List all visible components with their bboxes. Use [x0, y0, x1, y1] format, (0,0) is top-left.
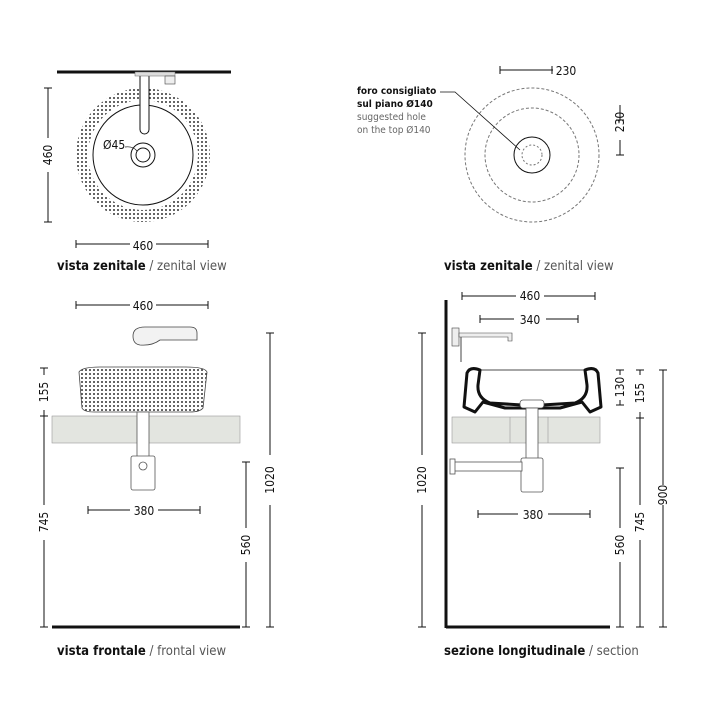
dim-trap-label: 380: [523, 508, 544, 522]
dim-h-label: 230: [556, 64, 577, 78]
front-view: 460 380 155 745 560 1020 vista frontale …: [37, 299, 277, 659]
note-line-1: foro consigliato: [357, 86, 436, 97]
tap-plate: [134, 71, 176, 77]
dim-width-label: 460: [520, 289, 541, 303]
bottle-trap: [520, 457, 544, 493]
dim-v-label: 230: [613, 112, 627, 133]
drain-cap: [519, 399, 545, 409]
caption-bottom-right: sezione longitudinale / section: [444, 644, 639, 659]
caption-top-right: vista zenitale / zenital view: [444, 259, 614, 274]
dim-counter-height-label: 745: [633, 512, 647, 533]
bottle-trap: [130, 455, 156, 491]
drain-diameter-label: Ø45: [103, 138, 125, 152]
dim-inner-height-label: 130: [613, 377, 627, 398]
section-view: 460 340 380 130 155 900 745 560 1020 sez…: [415, 289, 670, 659]
note-line-2: sul piano Ø140: [357, 98, 433, 110]
caption-bottom-left: vista frontale / frontal view: [57, 644, 226, 659]
dim-tap-height-label: 1020: [263, 466, 277, 494]
plan-view-hole: foro consigliato sul piano Ø140 suggeste…: [357, 64, 627, 274]
plan-view-basin: Ø45 460 460 vista zenitale / zenital vie…: [41, 70, 231, 274]
dim-trap-label: 380: [134, 504, 155, 518]
dim-depth-label: 460: [41, 145, 55, 166]
note-line-3: suggested hole: [357, 112, 426, 123]
tap-front: [132, 326, 198, 346]
caption-top-left: vista zenitale / zenital view: [57, 259, 227, 274]
drain-dashed: [521, 144, 543, 166]
suggested-hole: [513, 136, 551, 174]
tap-handle: [164, 75, 176, 85]
tap-spout: [139, 71, 150, 135]
basin-outline-dashed: [464, 87, 600, 223]
dim-drain-height-label: 560: [613, 535, 627, 556]
dim-basin-height-label: 155: [37, 382, 51, 403]
dim-width-label: 460: [133, 239, 154, 253]
bowl-outline-dashed: [484, 107, 580, 203]
dim-spout-label: 340: [520, 313, 541, 327]
tap-spout-section: [458, 332, 513, 342]
drain-outer: [130, 142, 156, 168]
drain-pipe: [525, 407, 539, 461]
waste-pipe: [451, 461, 523, 472]
dim-basin-height-label: 155: [633, 383, 647, 404]
tap-plate: [451, 327, 460, 347]
note-leader-line: [440, 91, 521, 151]
basin-front-texture: [78, 366, 208, 413]
dim-counter-height-label: 745: [37, 512, 51, 533]
basin-section: [462, 367, 603, 414]
drain-pipe: [136, 411, 150, 459]
drain-inner: [135, 147, 151, 163]
note-line-4: on the top Ø140: [357, 124, 431, 136]
dim-drain-height-label: 560: [239, 535, 253, 556]
dim-rim-height-label: 900: [656, 485, 670, 506]
dim-width-label: 460: [133, 299, 154, 313]
dim-tap-height-label: 1020: [415, 466, 429, 494]
